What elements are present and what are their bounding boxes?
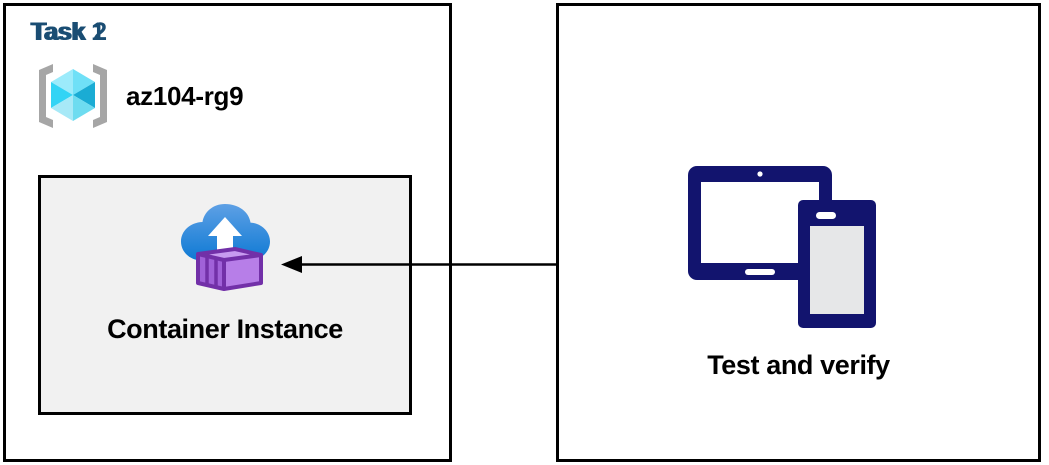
container-instance-card: Container Instance xyxy=(38,175,412,415)
devices-tablet-phone-icon xyxy=(688,166,876,328)
resource-group-row: az104-rg9 xyxy=(33,62,244,130)
test-and-verify-label: Test and verify xyxy=(707,350,890,380)
task-2-title: Task 2 xyxy=(32,18,107,46)
azure-resource-group-icon xyxy=(39,64,107,128)
resource-group-name: az104-rg9 xyxy=(126,80,244,111)
container-instance-icon xyxy=(181,204,270,291)
container-instance-label: Container Instance xyxy=(107,314,343,344)
task-1-title: Task 1 xyxy=(30,18,105,46)
